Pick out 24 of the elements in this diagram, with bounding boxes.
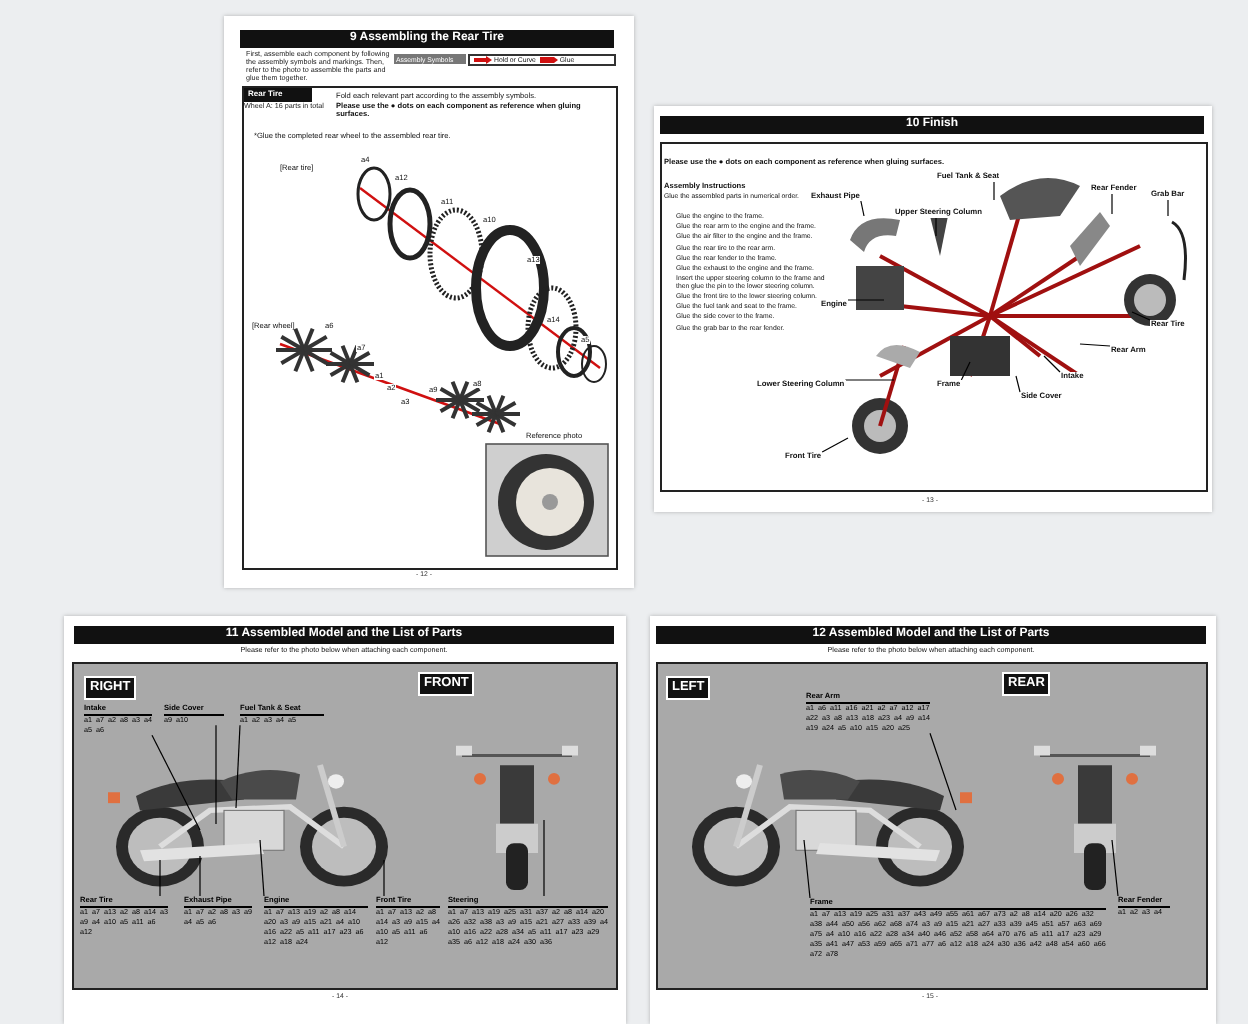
leader-line [960,361,971,381]
leader-line [803,839,811,899]
leader-line [1079,343,1111,347]
leader-line [1111,839,1119,897]
leader-line [235,724,241,809]
leader-line [1167,198,1169,217]
leader-line [259,839,265,897]
leader-line [1043,355,1061,373]
leader-line [199,855,201,897]
leader-line [935,216,937,237]
leader-line [1015,375,1021,393]
leader-line [1111,192,1113,215]
leader-line [821,437,849,453]
leader-line [844,379,895,381]
leader-line [929,732,957,811]
leader-line [159,859,161,897]
leader-line [860,200,865,217]
leader-line [151,734,201,831]
leader-line [847,299,885,301]
leader-line [543,819,545,897]
leader-line [383,859,385,897]
leader-line [1131,311,1151,321]
leader-line [993,180,995,201]
leader-line [215,724,217,825]
